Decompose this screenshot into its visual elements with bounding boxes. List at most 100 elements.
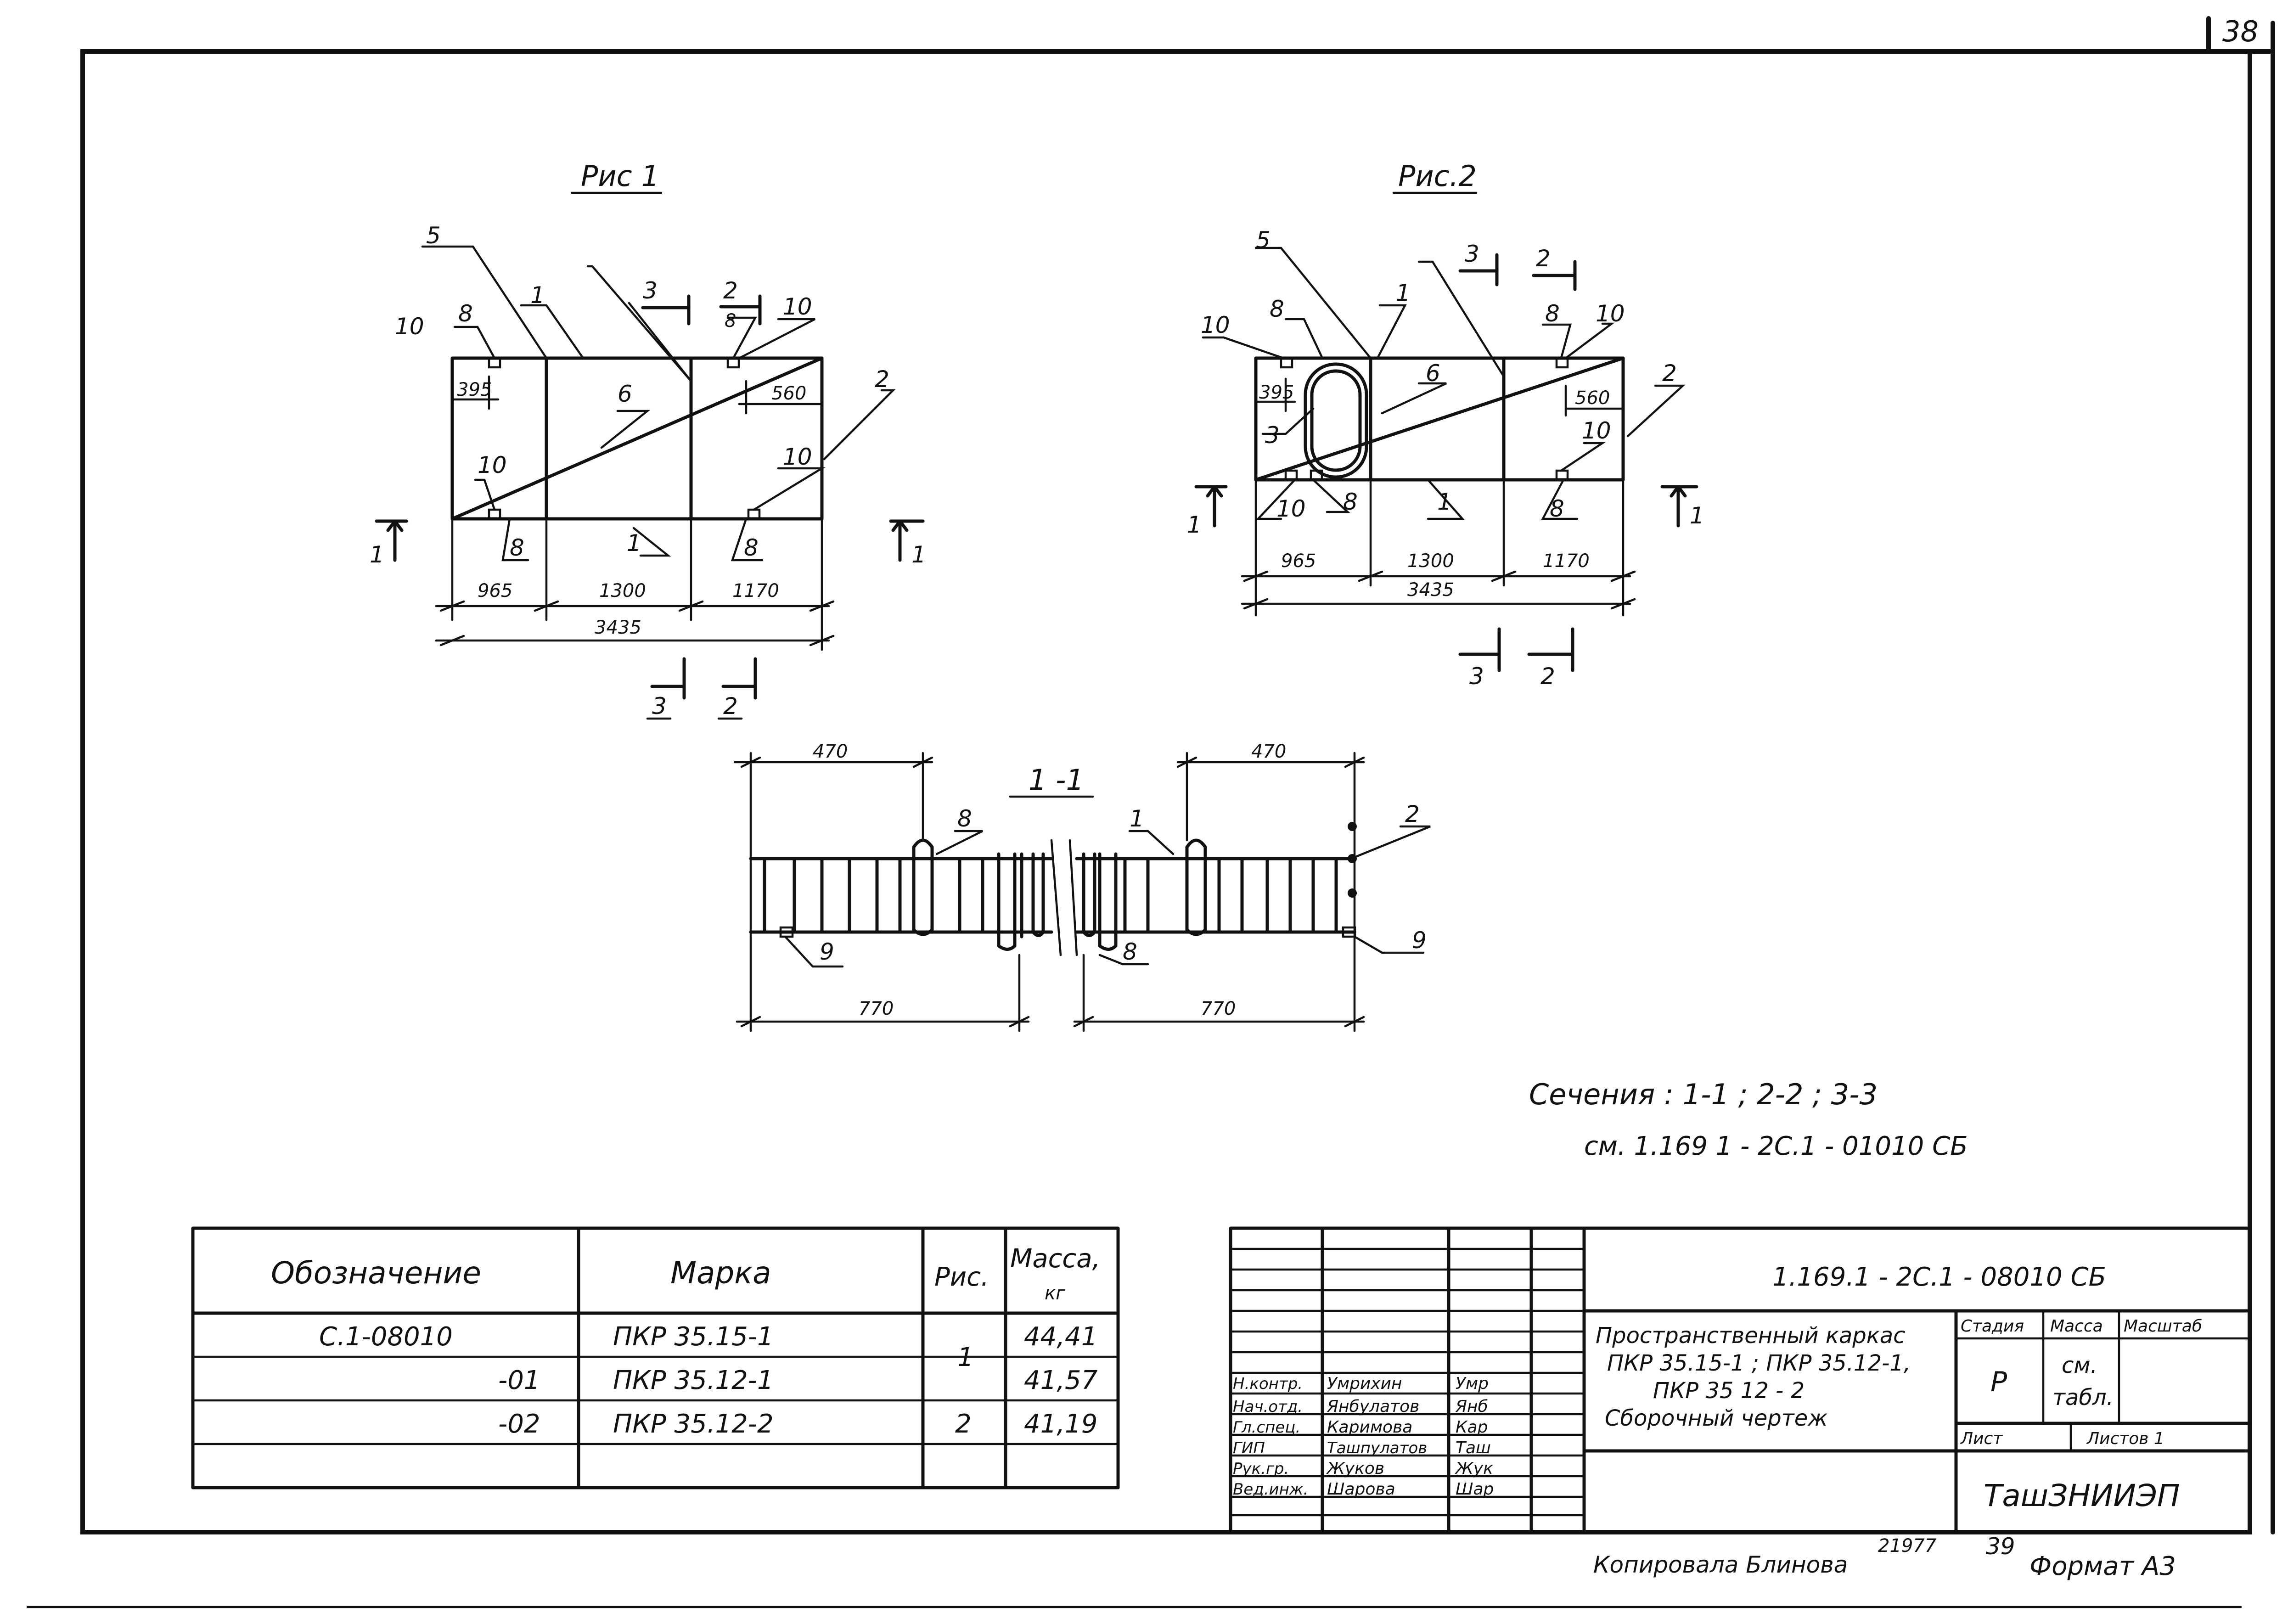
- section-rods-right: [779, 822, 1357, 951]
- doc-name-4: Сборочный чертеж: [1605, 1405, 1828, 1431]
- fig1-callout-2-right: 2: [875, 366, 889, 393]
- fig2-callout-3-inner: 3: [1265, 422, 1280, 449]
- fig2-callout-5: 5: [1256, 227, 1270, 253]
- doc-name-2: ПКР 35.15-1 ; ПКР 35.12-1,: [1607, 1350, 1911, 1376]
- fig1-dim-1170: 1170: [732, 580, 779, 601]
- fig1-section-2: 2: [723, 693, 738, 719]
- stage-value: Р: [1990, 1366, 2007, 1398]
- fig1-callout-5: 5: [426, 222, 441, 249]
- staff-name-1: Умрихин: [1327, 1374, 1402, 1393]
- section-rods-left: [763, 838, 1045, 951]
- fig1-callout-6: 6: [618, 381, 632, 407]
- fig1-callout-2-top: 2: [723, 277, 738, 304]
- fig1-callout-1-top: 1: [530, 282, 545, 309]
- fig2-dim-1300: 1300: [1407, 551, 1454, 572]
- spec-rows: С.1-08010 ПКР 35.15-1 44,41 -01 ПКР 35.1…: [319, 1322, 1098, 1439]
- spec-row-1-designation: С.1-08010: [319, 1322, 453, 1352]
- fig2-callout-10-top-right: 10: [1596, 300, 1625, 327]
- fig2-callout-8-top-right: 8: [1545, 300, 1560, 327]
- fig2-callout-1-top: 1: [1396, 280, 1411, 306]
- fig2-section-2: 2: [1540, 663, 1555, 690]
- fig1-dim-965: 965: [478, 580, 512, 601]
- spec-header-designation: Обозначение: [271, 1255, 481, 1291]
- doc-name-1: Пространственный каркас: [1596, 1323, 1906, 1349]
- fig1-callout-10-top-left: 10: [395, 313, 424, 340]
- fig1-callout-3: 3: [643, 277, 658, 304]
- fig1-callout-1-bottom: 1: [627, 530, 641, 556]
- section-callout-8-top: 8: [957, 805, 972, 832]
- mass-value-2: табл.: [2052, 1385, 2114, 1410]
- spec-header-mass-unit: кг: [1045, 1283, 1066, 1304]
- staff-sign-4: Таш: [1456, 1439, 1491, 1457]
- fig2-dim-965: 965: [1281, 551, 1316, 572]
- fig1-callout-8-bottom-left: 8: [510, 534, 524, 561]
- staff-sign-6: Шар: [1456, 1480, 1494, 1499]
- sheet-frame: [26, 16, 2275, 1608]
- section-dim-470-left: 470: [813, 741, 848, 762]
- staff-role-4: ГИП: [1233, 1439, 1265, 1457]
- spec-fig-rows-1-2: 1: [957, 1343, 974, 1372]
- sheet-number: 38: [2222, 15, 2259, 48]
- title-block: 1.169.1 - 2С.1 - 08010 СБ Пространственн…: [1229, 1226, 2252, 1534]
- spec-row-1-mark: ПКР 35.15-1: [613, 1322, 774, 1352]
- section-dim-770-right: 770: [1201, 998, 1236, 1019]
- fig2-title: Рис.2: [1398, 159, 1477, 193]
- fig2-callout-10-top-left: 10: [1201, 312, 1230, 338]
- staff-role-1: Н.контр.: [1233, 1375, 1303, 1393]
- staff-sign-5: Жук: [1455, 1459, 1493, 1478]
- fig2-callout-2-top: 2: [1536, 245, 1551, 272]
- fig1-dim-395: 395: [457, 379, 492, 400]
- fig1-dim-1300: 1300: [599, 580, 646, 601]
- fig2-callout-8-top-left: 8: [1270, 296, 1284, 322]
- spec-fig-row-3: 2: [955, 1409, 972, 1439]
- footer-copied-by: Копировала Блинова: [1593, 1551, 1848, 1578]
- fig1-title: Рис 1: [581, 159, 659, 193]
- fig2-callout-8-bottom-right: 8: [1550, 495, 1564, 522]
- fig2-callout-6: 6: [1426, 360, 1440, 387]
- section-title: 1 -1: [1029, 763, 1084, 797]
- spec-row-2-mass: 41,57: [1024, 1366, 1098, 1395]
- footer-page: 39: [1986, 1533, 2015, 1560]
- section-callout-1: 1: [1130, 805, 1144, 832]
- mass-value-1: см.: [2062, 1353, 2097, 1378]
- spec-header-mark: Марка: [670, 1255, 771, 1291]
- spec-row-2-mark: ПКР 35.12-1: [613, 1366, 774, 1395]
- footer-number: 21977: [1878, 1535, 1937, 1557]
- notes-sections: Сечения : 1-1 ; 2-2 ; 3-3: [1529, 1078, 1878, 1111]
- staff-sign-3: Кар: [1456, 1418, 1488, 1437]
- spec-row-3-mark: ПКР 35.12-2: [613, 1409, 774, 1439]
- spec-row-3-designation: -02: [498, 1409, 540, 1439]
- staff-name-3: Каримова: [1327, 1418, 1412, 1437]
- spec-header-mass: Масса,: [1010, 1244, 1100, 1274]
- doc-code: 1.169.1 - 2С.1 - 08010 СБ: [1772, 1262, 2106, 1292]
- fig1-callout-10-low-right: 10: [783, 444, 812, 470]
- fig1-callout-10-top-right: 10: [783, 293, 812, 320]
- section-dim-470-right: 470: [1251, 741, 1286, 762]
- figure-1: Рис 1 5 8 10 1 3 2 8 10 6: [370, 159, 926, 720]
- fig2-section-left: 1: [1187, 511, 1202, 538]
- staff-name-6: Шарова: [1327, 1480, 1395, 1499]
- footer-format: Формат А3: [2029, 1551, 2176, 1581]
- sheet-label: Лист: [1960, 1429, 2003, 1448]
- fig2-dim-1170: 1170: [1543, 551, 1590, 572]
- staff-name-2: Янбулатов: [1327, 1397, 1419, 1416]
- doc-name-3: ПКР 35 12 - 2: [1653, 1378, 1805, 1404]
- staff-sign-2: Янб: [1455, 1397, 1488, 1416]
- staff-role-3: Гл.спец.: [1233, 1418, 1300, 1437]
- sheets-label: Листов 1: [2086, 1429, 2164, 1448]
- section-callout-9-right: 9: [1412, 927, 1427, 954]
- fig1-section-3: 3: [652, 693, 667, 719]
- fig2-dim-560: 560: [1575, 388, 1610, 409]
- fig2-callout-10-mid-right: 10: [1582, 417, 1611, 444]
- spec-table: Обозначение Марка Рис. Масса, кг С.1-080…: [191, 1226, 1120, 1489]
- stage-label: Стадия: [1961, 1317, 2024, 1336]
- staff-role-5: Рук.гр.: [1233, 1460, 1289, 1478]
- organization: ТашЗНИИЭП: [1984, 1478, 2180, 1513]
- fig2-dim-3435: 3435: [1407, 579, 1454, 601]
- section-dim-770-left: 770: [859, 998, 894, 1019]
- notes-reference: см. 1.169 1 - 2С.1 - 01010 СБ: [1584, 1131, 1968, 1161]
- fig1-dim-3435: 3435: [595, 617, 641, 638]
- scale-label: Масштаб: [2124, 1317, 2202, 1336]
- section-1-1: 1 -1: [733, 741, 1431, 1032]
